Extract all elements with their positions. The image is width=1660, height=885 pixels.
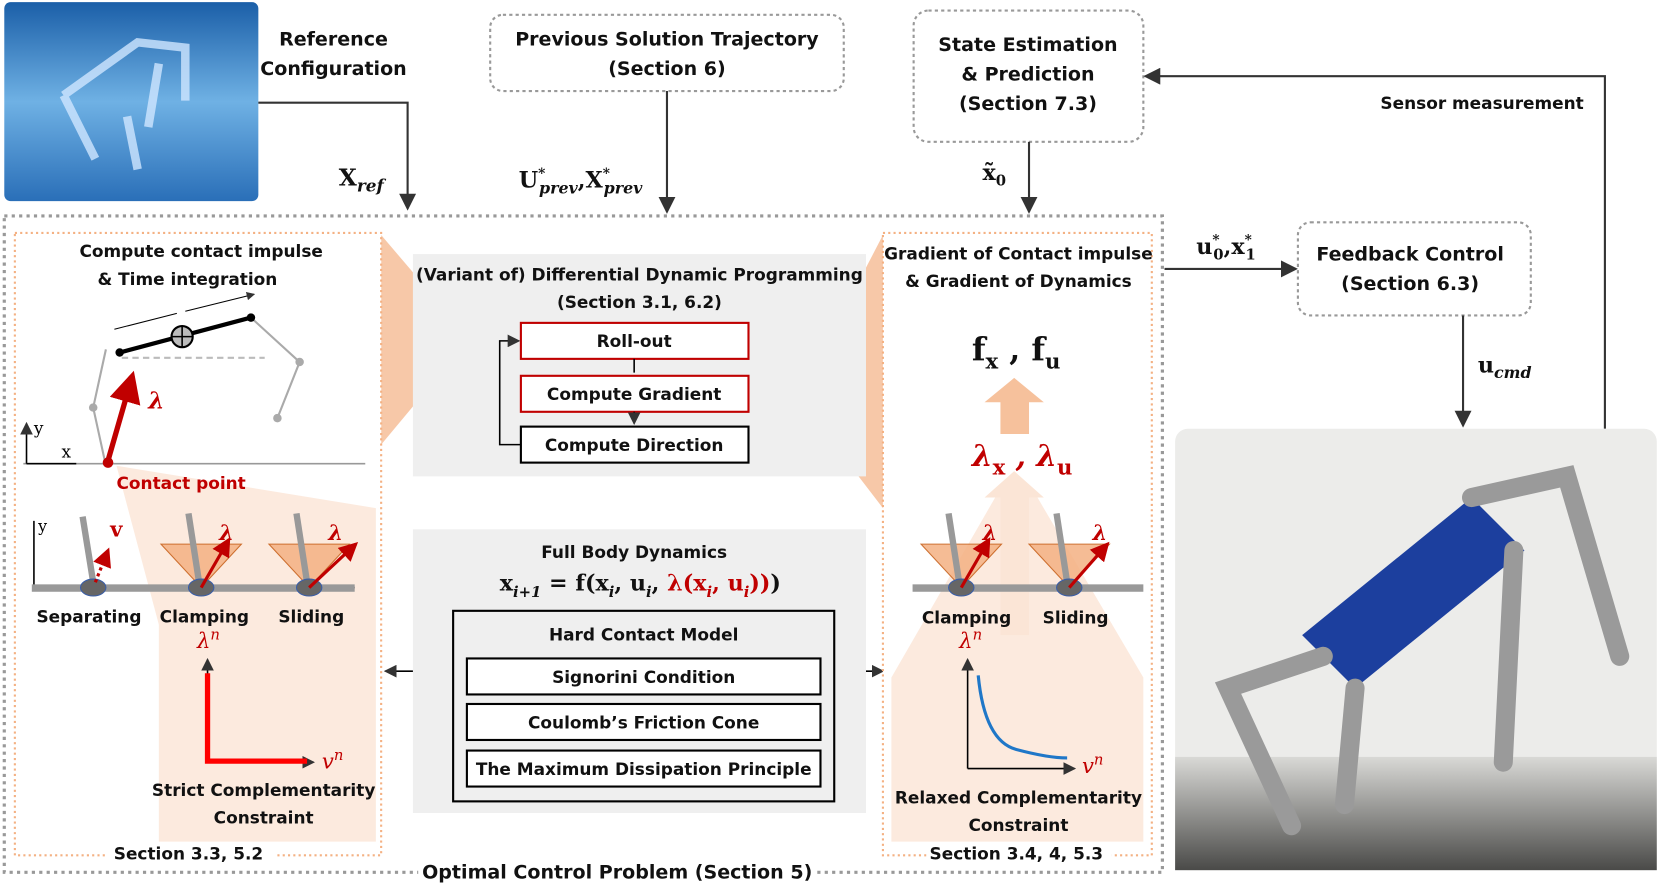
state-estimate-label: x̃0 <box>982 160 1006 189</box>
left-panel-title1: Compute contact impulse <box>79 241 322 261</box>
reference-label-line2: Configuration <box>260 58 406 80</box>
axes-icon <box>27 423 77 465</box>
relaxed-contact-modes <box>912 512 1144 597</box>
relaxed-constraint-line2: Constraint <box>968 815 1068 835</box>
ddp-section: (Section 3.1, 6.2) <box>557 292 722 312</box>
max-dissipation-box <box>465 749 822 788</box>
step-compute-direction-label: Compute Direction <box>545 435 724 455</box>
impulse-arrow <box>105 370 141 462</box>
ddp-title: (Variant of) Differential Dynamic Progra… <box>416 265 863 285</box>
hard-contact-model-box <box>452 609 836 803</box>
impulse-gradient-label: λx , λu <box>970 438 1073 479</box>
up-arrow-icon <box>984 377 1044 435</box>
state-estimation-line1: State Estimation <box>938 34 1117 56</box>
mode-sliding: Sliding <box>278 606 344 626</box>
left-panel-title2: & Time integration <box>97 269 277 289</box>
feedback-control-section: (Section 6.3) <box>1341 273 1479 295</box>
dynamics-title: Full Body Dynamics <box>541 542 727 562</box>
lambda-label: λ <box>147 388 164 415</box>
robot-photo <box>1175 428 1657 871</box>
relaxed-mode-sliding: Sliding <box>1043 608 1109 628</box>
reference-configuration-image <box>4 2 259 202</box>
feedback-control-title: Feedback Control <box>1316 243 1504 265</box>
dynamics-equation: xi+1 = f(xi, ui, λ(xi, ui))) <box>500 571 781 601</box>
sliding-lambda: λ <box>327 520 343 545</box>
relaxed-sliding-lambda: λ <box>1092 520 1108 545</box>
signorini-condition-label: Signorini Condition <box>552 667 735 687</box>
friction-cone-label: Coulomb’s Friction Cone <box>528 712 759 732</box>
previous-solution-title: Previous Solution Trajectory <box>515 29 819 51</box>
relaxed-complementarity-curve <box>976 675 1068 760</box>
friction-cone-box <box>465 702 822 742</box>
right-panel-title2: & Gradient of Dynamics <box>905 271 1132 291</box>
previous-solution-label: U*prev,X*prev <box>519 166 643 198</box>
xref-label: Xref <box>339 164 387 195</box>
relaxed-v-n-label: vn <box>1082 751 1104 777</box>
right-panel-title1: Gradient of Contact impulse <box>884 243 1153 263</box>
left-panel-section: Section 3.3, 5.2 <box>114 844 263 864</box>
strict-constraint-line2: Constraint <box>214 808 314 828</box>
clamping-lambda: λ <box>218 520 234 545</box>
previous-solution-section: (Section 6) <box>608 58 725 80</box>
reference-label-line1: Reference <box>279 29 388 51</box>
v-n-axis-label: vn <box>322 747 344 773</box>
step-rollout-label: Roll-out <box>597 331 672 351</box>
mode-axis-y-label: y <box>37 516 47 535</box>
step-compute-gradient <box>519 374 750 413</box>
strict-complementarity-curve <box>204 673 308 764</box>
state-estimation-line3: (Section 7.3) <box>959 93 1097 115</box>
mode-separating: Separating <box>36 606 141 626</box>
hard-contact-model-title: Hard Contact Model <box>549 624 738 644</box>
relaxed-constraint-line1: Relaxed Complementarity <box>895 787 1142 807</box>
contact-point-marker <box>102 457 114 468</box>
axis-y-label: y <box>33 418 44 438</box>
relaxed-mode-clamping: Clamping <box>922 608 1011 628</box>
feedback-control-box <box>1296 221 1532 317</box>
contact-point-label: Contact point <box>116 473 245 493</box>
axis-x-label: x <box>61 441 71 461</box>
sensor-measurement-label: Sensor measurement <box>1380 93 1583 113</box>
right-panel-section: Section 3.4, 4, 5.3 <box>930 844 1104 864</box>
mode-clamping: Clamping <box>160 606 249 626</box>
ddp-loop-arrow <box>498 334 521 446</box>
optimal-output-label: u*0,x*1 <box>1196 233 1255 264</box>
strict-constraint-line1: Strict Complementarity <box>152 780 375 800</box>
step-compute-gradient-label: Compute Gradient <box>547 384 721 404</box>
signorini-condition-box <box>465 657 822 696</box>
dynamics-gradient-label: fx , fu <box>972 331 1061 373</box>
max-dissipation-label: The Maximum Dissipation Principle <box>476 759 812 779</box>
velocity-label: v <box>109 517 123 542</box>
xref-arrow <box>258 101 417 211</box>
relaxed-lambda-n-label: λn <box>958 626 982 652</box>
step-rollout <box>519 321 750 360</box>
previous-solution-box <box>489 13 845 93</box>
contact-modes <box>31 512 359 597</box>
optimal-control-problem-label: Optimal Control Problem (Section 5) <box>422 862 812 884</box>
state-estimation-line2: & Prediction <box>961 63 1094 85</box>
sensor-measurement-arrow <box>1143 67 1606 429</box>
relaxed-clamping-lambda: λ <box>981 520 997 545</box>
command-label: ucmd <box>1478 353 1532 382</box>
robot-schematic <box>88 294 304 467</box>
lambda-n-axis-label: λn <box>196 626 220 652</box>
